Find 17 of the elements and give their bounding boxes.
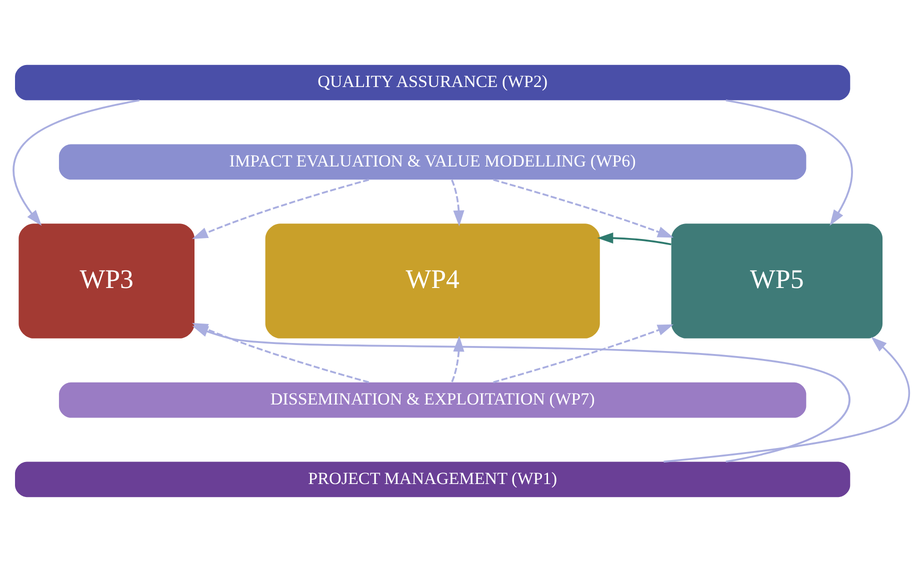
arrow: [664, 336, 910, 462]
node-box: WP4: [265, 223, 600, 338]
node-box: QUALITY ASSURANCE (WP2): [15, 64, 850, 100]
node-box: WP3: [18, 223, 194, 338]
arrow: [493, 324, 674, 383]
node-box: PROJECT MANAGEMENT (WP1): [15, 461, 850, 497]
arrow: [451, 335, 464, 382]
arrow: [451, 179, 464, 226]
arrow: [597, 232, 672, 245]
arrow: [493, 178, 674, 238]
node-box: DISSEMINATION & EXPLOITATION (WP7): [58, 382, 806, 418]
arrow: [192, 325, 850, 462]
node-box: WP5: [671, 223, 883, 338]
node-box: IMPACT EVALUATION & VALUE MODELLING (WP6): [58, 144, 806, 180]
arrow: [192, 178, 370, 239]
arrow: [726, 98, 853, 226]
arrow: [12, 98, 140, 226]
